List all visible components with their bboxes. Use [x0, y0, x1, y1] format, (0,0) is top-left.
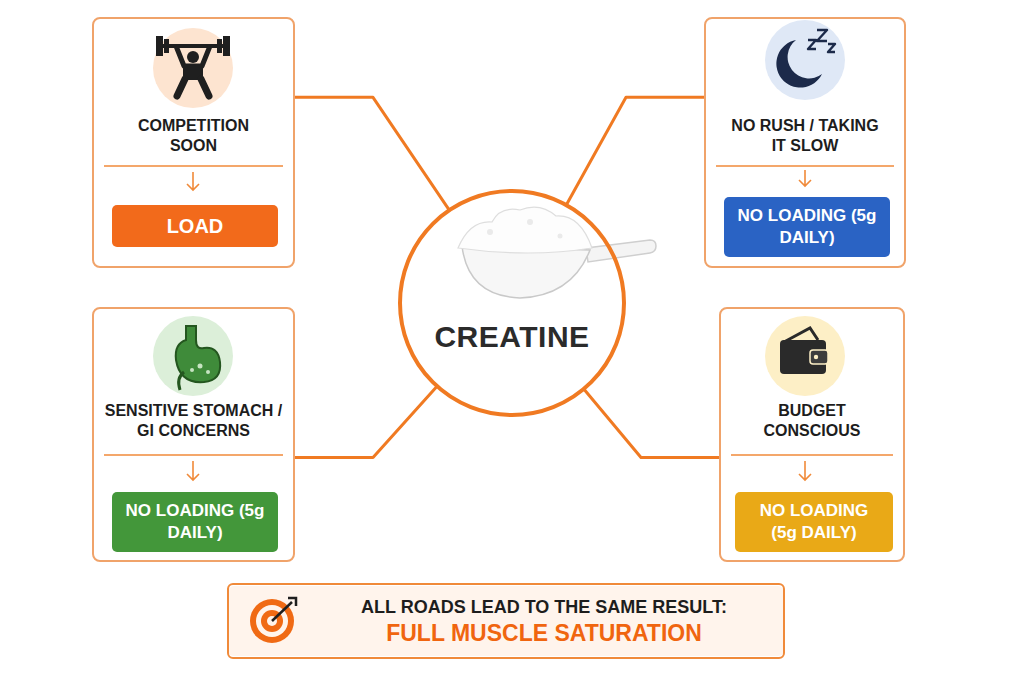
connector-line [566, 97, 704, 205]
option-heading: NO RUSH / TAKING IT SLOW [727, 116, 883, 156]
option-badge: NO LOADING (5g DAILY) [735, 492, 893, 552]
option-box: COMPETITION SOON LOAD [92, 17, 295, 268]
scoop-illustration [458, 207, 656, 298]
load-badge: LOAD [112, 205, 278, 247]
circle-outline [397, 188, 627, 418]
banner-fill [228, 586, 784, 656]
center-label: CREATINE [397, 320, 627, 354]
badge-label: NO LOADING (5g DAILY) [737, 205, 877, 249]
option-box: SENSITIVE STOMACH / GI CONCERNS NO LOADIN… [92, 307, 295, 562]
moon-icon [776, 30, 835, 88]
badge-label: NO LOADING (5g DAILY) [746, 500, 882, 544]
banner-line: ALL ROADS LEAD TO THE SAME RESULT: [325, 595, 763, 619]
center-circle: CREATINE [397, 188, 627, 418]
circle-fill [398, 189, 626, 417]
option-box: NO RUSH / TAKING IT SLOW NO LOADING (5g D… [704, 17, 906, 268]
banner-highlight: FULL MUSCLE SATURATION [325, 619, 763, 647]
connector-line [584, 389, 719, 457]
badge-label: LOAD [167, 215, 224, 237]
result-banner: ALL ROADS LEAD TO THE SAME RESULT:FULL M… [227, 583, 785, 659]
connector-line [295, 97, 449, 210]
icon-ground [153, 28, 233, 108]
connector-line [295, 386, 437, 457]
option-badge: NO LOADING (5g DAILY) [112, 492, 278, 552]
badge-label: NO LOADING (5g DAILY) [125, 500, 265, 544]
weightlifter-icon [156, 36, 230, 96]
icon-ground [765, 316, 845, 396]
option-badge: NO LOADING (5g DAILY) [724, 197, 890, 257]
stomach-icon [176, 326, 220, 390]
icon-ground [765, 20, 845, 100]
icon-ground [153, 316, 233, 396]
target-icon [250, 598, 296, 643]
option-heading: SENSITIVE STOMACH / GI CONCERNS [98, 401, 289, 441]
option-heading: BUDGET CONSCIOUS [757, 401, 867, 441]
option-heading: COMPETITION SOON [124, 116, 264, 156]
option-box: BUDGET CONSCIOUS NO LOADING (5g DAILY) [719, 307, 905, 562]
wallet-icon [780, 328, 828, 374]
